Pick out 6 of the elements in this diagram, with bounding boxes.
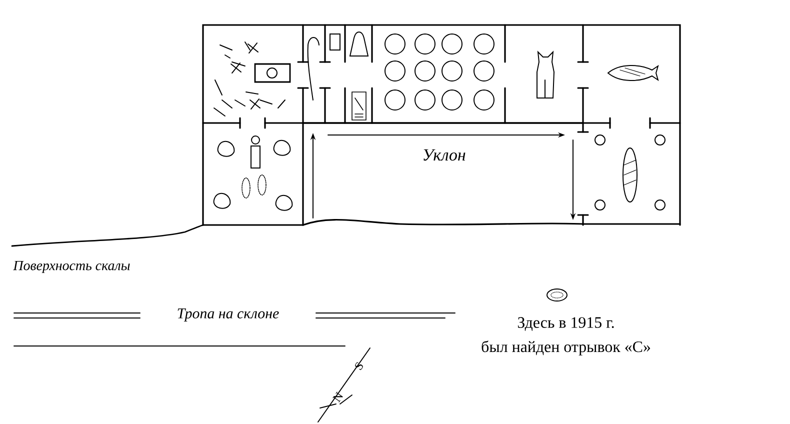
find-note: Здесь в 1915 г. [518, 317, 614, 331]
compass-letter: S [355, 362, 363, 370]
find-note: был найден отрывок «С» [482, 340, 650, 356]
rock-surface-label: Поверхность скалы [13, 260, 130, 274]
path-label: Тропа на склоне [178, 308, 279, 322]
slope-label: Уклон [424, 149, 466, 161]
